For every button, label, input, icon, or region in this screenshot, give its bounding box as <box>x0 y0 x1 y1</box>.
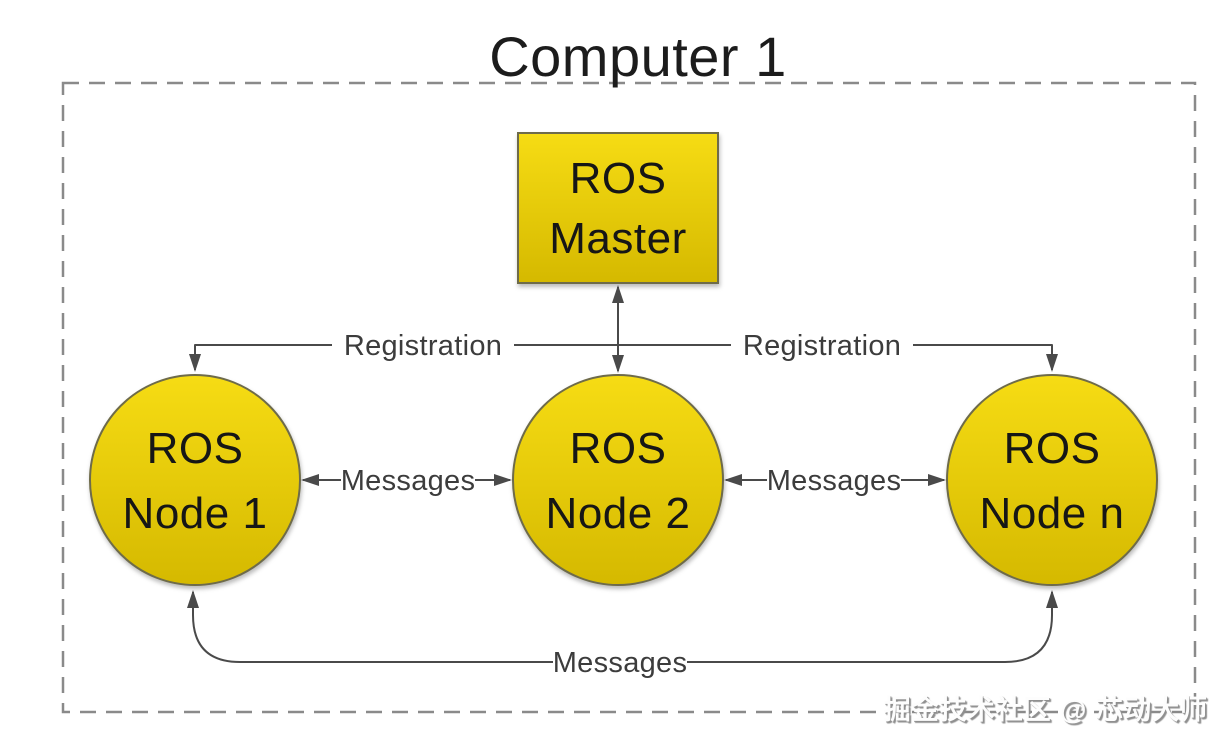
edge-label-background <box>332 327 514 364</box>
edge-label-backgrounds <box>332 327 913 681</box>
ros-node-2-label-line2: Node 2 <box>546 489 691 538</box>
edge-label-messages-right: Messages <box>767 465 902 497</box>
ros-master-label-line1: ROS <box>570 154 667 203</box>
edge-label-background <box>553 644 687 681</box>
edge-label-messages-left: Messages <box>341 465 476 497</box>
edge-label-background <box>767 462 901 499</box>
edge-label-background <box>731 327 913 364</box>
ros-node-2-label-line1: ROS <box>570 424 667 473</box>
edge-label-messages-bottom: Messages <box>553 647 688 679</box>
ros-node-circles <box>89 374 1158 586</box>
ros-node-1-label-line2: Node 1 <box>123 489 268 538</box>
ros-node-2-circle <box>512 374 724 586</box>
edge-labels: Registration Registration Messages Messa… <box>341 330 902 679</box>
ros-node-1-label-line1: ROS <box>147 424 244 473</box>
diagram-title: Computer 1 <box>489 25 787 88</box>
edge-label-background <box>341 462 475 499</box>
edge-label-registration-right: Registration <box>743 330 901 362</box>
shape-labels: ROS Master ROS Node 1 ROS Node 2 ROS Nod… <box>123 154 1125 538</box>
ros-node-n-label-line2: Node n <box>980 489 1125 538</box>
ros-master-label-line2: Master <box>549 214 686 263</box>
ros-node-n-circle <box>946 374 1158 586</box>
messages-bottom-connector-left <box>187 590 620 663</box>
messages-bottom-connector-right <box>620 590 1058 663</box>
computer1-dashed-boundary <box>61 81 1197 714</box>
ros-master-box <box>517 132 719 284</box>
ros-node-n-label-line1: ROS <box>1004 424 1101 473</box>
edge-label-registration-left: Registration <box>344 330 502 362</box>
watermark: 掘金技术社区 @ 芯动大师 <box>883 695 1208 725</box>
ros-node-1-circle <box>89 374 301 586</box>
